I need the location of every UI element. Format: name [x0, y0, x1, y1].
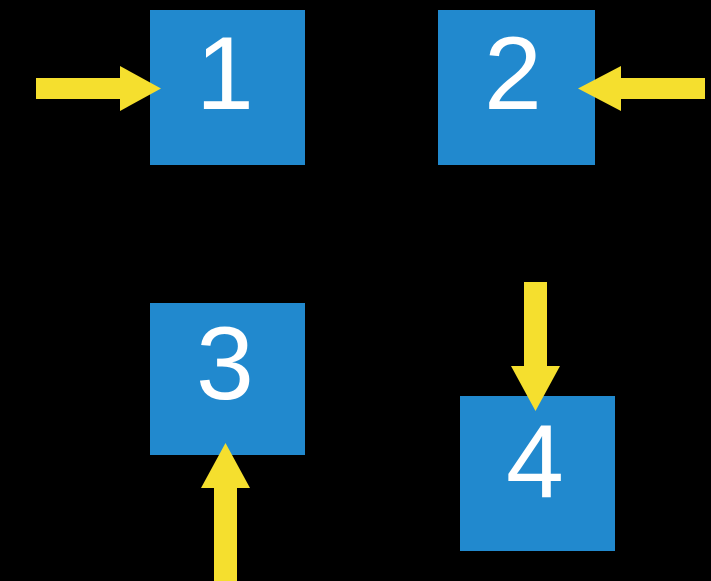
diagram-box-4-label: 4: [506, 404, 564, 520]
arrow-left-icon: [578, 66, 705, 111]
arrow-right-icon: [36, 66, 161, 111]
arrow-up-icon: [201, 443, 250, 581]
arrow-down-icon: [511, 282, 560, 411]
diagram-box-2-label: 2: [484, 16, 542, 132]
diagram-box-3[interactable]: [150, 303, 305, 455]
diagram-box-4[interactable]: [460, 396, 615, 551]
diagram-box-1[interactable]: [150, 10, 305, 165]
diagram-box-2[interactable]: [438, 10, 595, 165]
diagram-box-1-label: 1: [196, 16, 254, 132]
diagram-box-3-label: 3: [196, 306, 254, 422]
